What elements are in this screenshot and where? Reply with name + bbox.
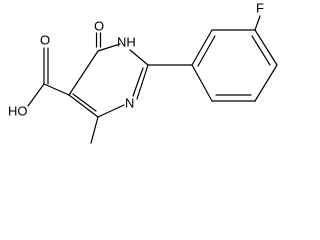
hydroxyl-label: HO [8, 103, 28, 118]
bond-ph4-ph5 [254, 64, 278, 102]
bond-ph1-ph2-inner [197, 35, 216, 67]
bond-c4-n3 [97, 43, 121, 52]
bond-c2-n1-double [132, 67, 144, 97]
bond-n1-c6 [97, 104, 125, 118]
bond-carboxyl-oh [27, 83, 45, 107]
carboxylic-acid-group [27, 47, 70, 107]
bond-ph3-ph4-inner [251, 35, 271, 66]
ring-n-label: N [125, 95, 134, 110]
ring-nh-label: NH [117, 34, 136, 49]
bond-c5-carboxyl [43, 83, 70, 96]
pyrimidine-ring [68, 32, 149, 118]
bond-ph3-f [254, 15, 261, 31]
fluorophenyl-ring [191, 15, 278, 102]
bond-c5-c4 [68, 50, 99, 96]
bond-ph6-ph1 [191, 64, 213, 102]
fluorine-label: F [256, 0, 264, 15]
bond-n3-c2 [129, 49, 149, 66]
bond-ph3-ph4 [254, 29, 278, 66]
bond-c6-c5-double [72, 93, 97, 112]
chemical-structure: F O NH N HO O [8, 0, 278, 144]
bond-c6-c5 [68, 94, 99, 118]
carboxyl-oxygen-label: O [40, 32, 50, 47]
oxo-oxygen-label: O [94, 18, 104, 33]
bond-c2-n1 [136, 64, 149, 100]
bond-methyl [90, 116, 99, 144]
bond-ph1-ph2 [191, 29, 213, 66]
